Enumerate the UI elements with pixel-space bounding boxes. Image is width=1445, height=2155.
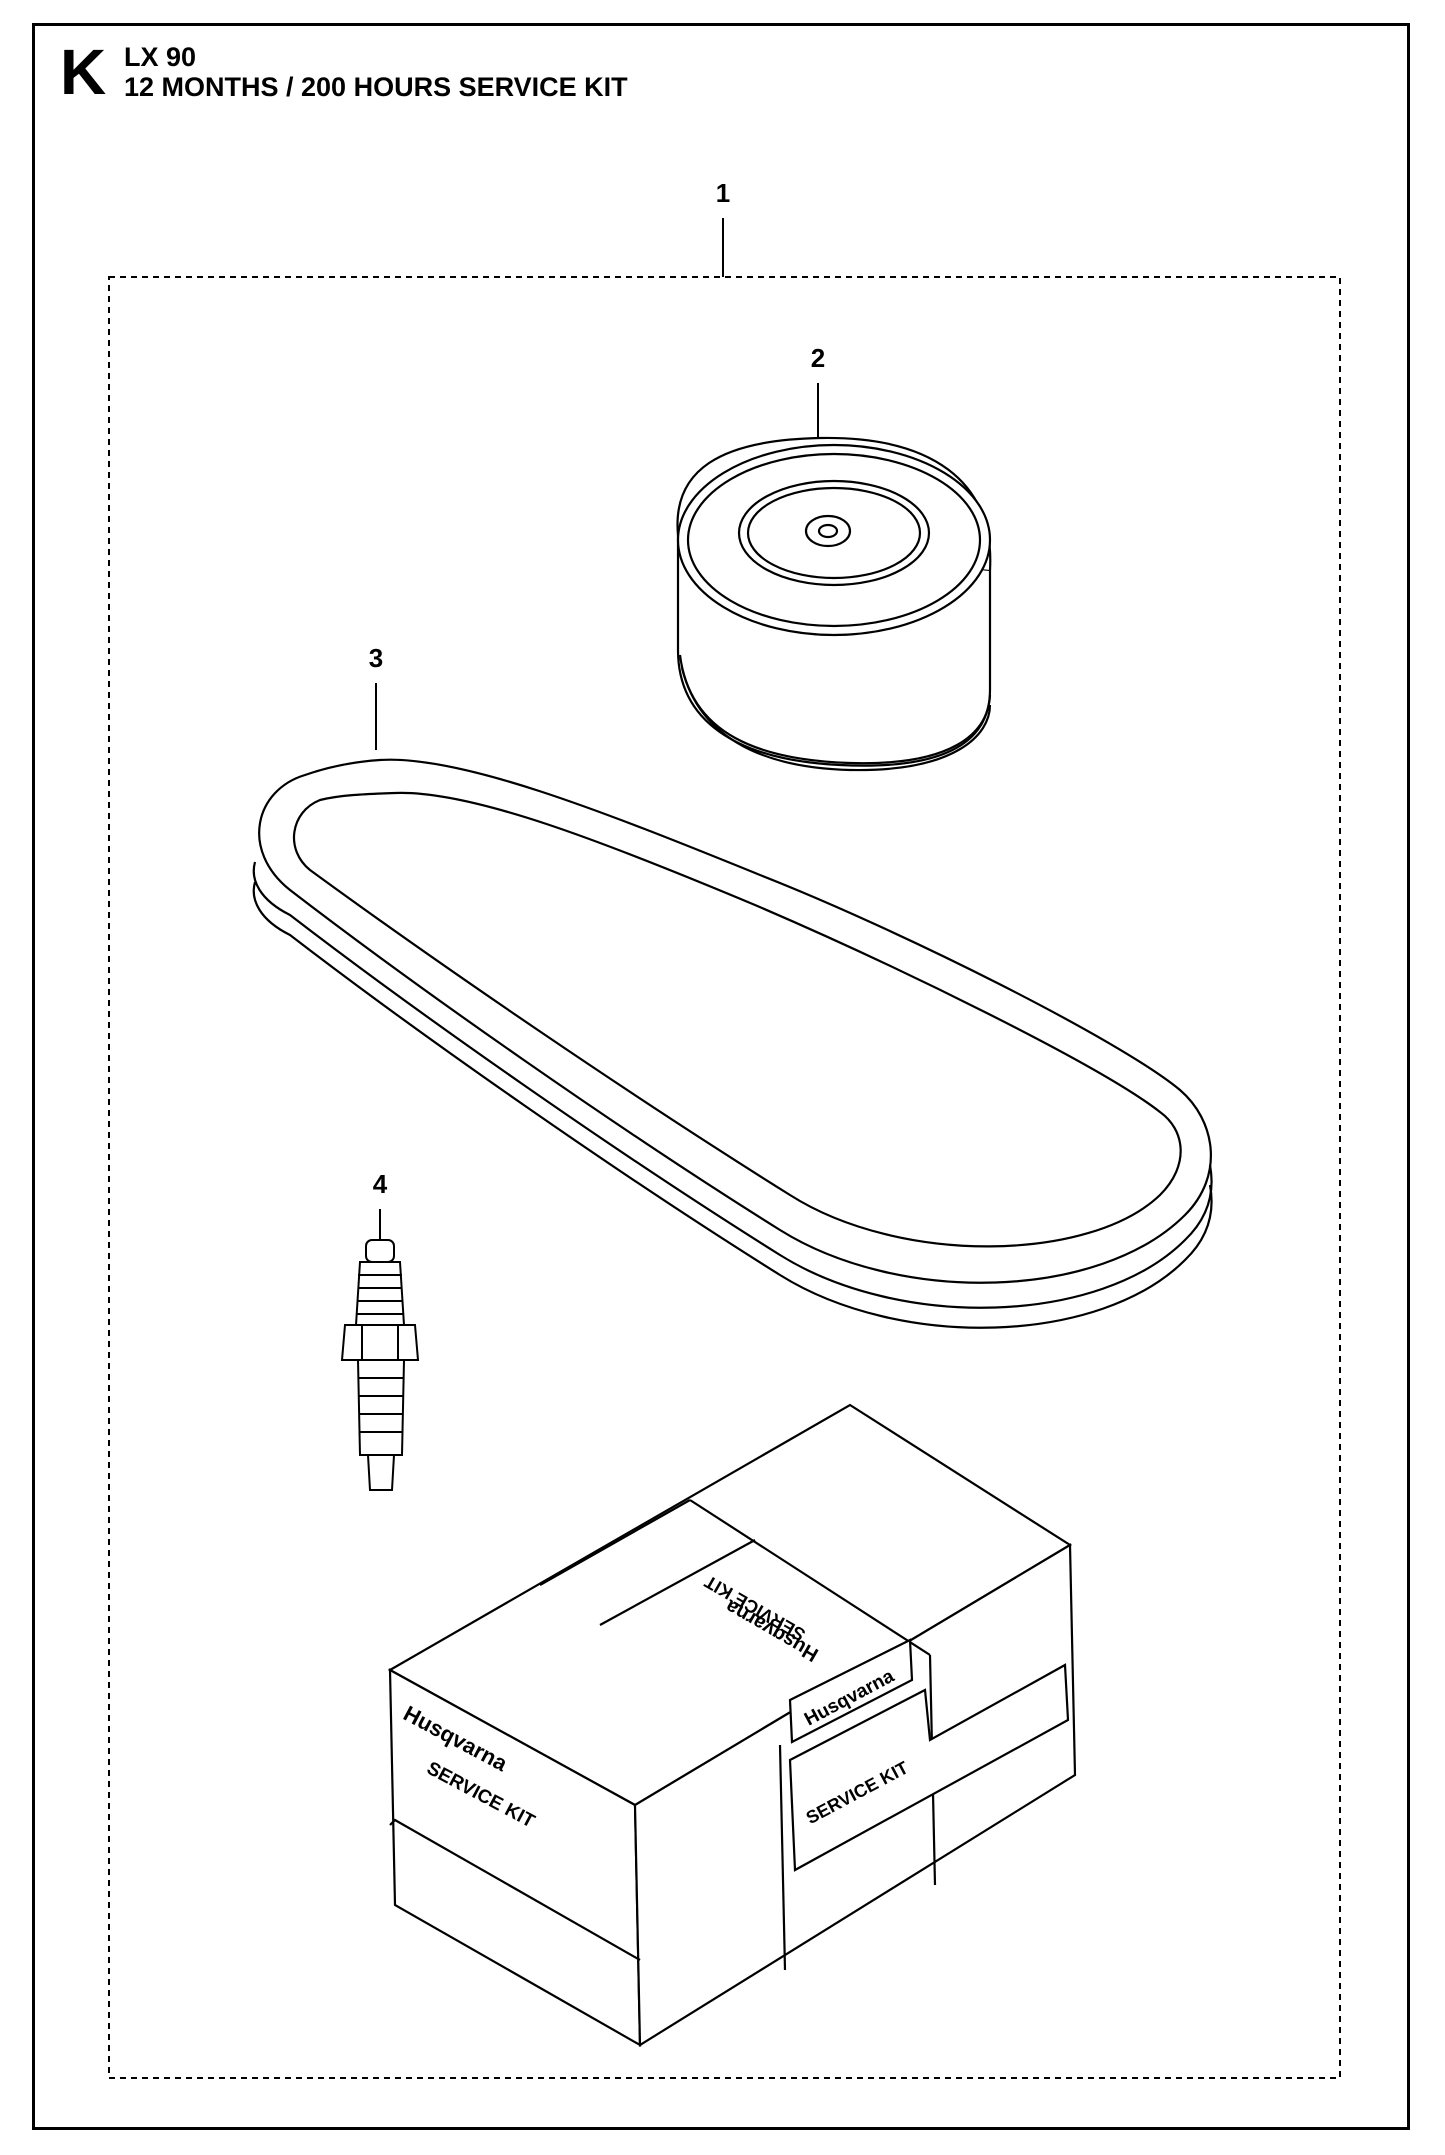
model-name: LX 90	[124, 42, 197, 72]
service-kit-box[interactable]	[387, 1403, 1077, 2047]
page-frame	[32, 23, 1410, 2130]
callout-4[interactable]: 4	[373, 1169, 388, 1246]
spark-plug-part[interactable]	[340, 1239, 420, 1491]
callout-1[interactable]: 1	[716, 178, 730, 277]
callout-number: 1	[716, 178, 730, 208]
callout-number: 2	[811, 343, 825, 373]
section-letter: K	[60, 36, 107, 108]
kit-boundary	[108, 276, 1341, 2079]
callout-number: 4	[373, 1169, 388, 1199]
callout-2[interactable]: 2	[811, 343, 825, 438]
page-title: 12 MONTHS / 200 HOURS SERVICE KIT	[124, 72, 628, 102]
drive-belt-part[interactable]	[252, 758, 1213, 1329]
air-filter-part[interactable]	[676, 436, 992, 772]
callout-number: 3	[369, 643, 383, 673]
callout-3[interactable]: 3	[369, 643, 383, 750]
